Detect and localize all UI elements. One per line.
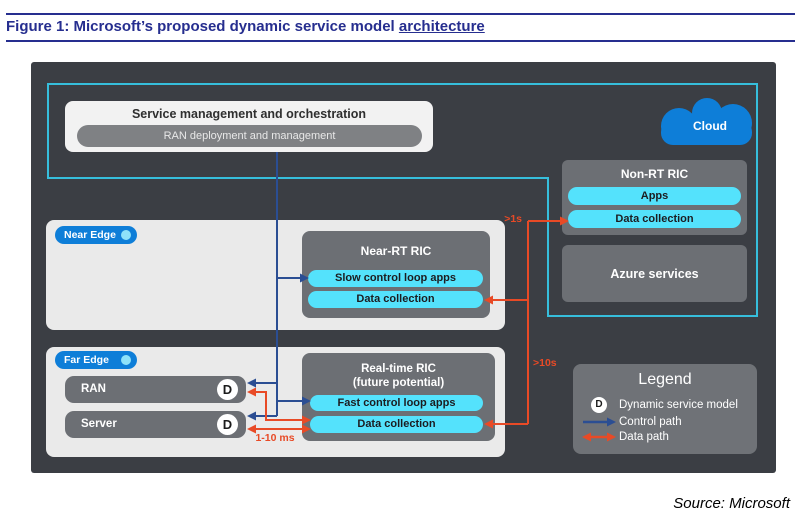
legend-control-path-label: Control path: [619, 415, 682, 428]
real-time-ric-box: Real-time RIC (future potential) Fast co…: [302, 353, 495, 441]
near-edge-badge-dot-icon: [121, 230, 131, 240]
near-rt-data-collection-bar: Data collection: [308, 291, 483, 308]
non-rt-ric-box: Non-RT RIC Apps Data collection: [562, 160, 747, 235]
smo-box: Service management and orchestration RAN…: [65, 101, 433, 152]
smo-ran-deployment-bar: RAN deployment and management: [77, 125, 422, 147]
far-edge-badge: Far Edge: [55, 351, 137, 369]
smo-title: Service management and orchestration: [131, 107, 367, 121]
far-edge-badge-dot-icon: [121, 355, 131, 365]
real-time-ric-title: Real-time RIC (future potential): [302, 362, 495, 391]
source-note: Source: Microsoft: [673, 495, 790, 512]
ran-label: RAN: [81, 383, 106, 395]
real-time-ric-title-line1: Real-time RIC: [361, 363, 436, 375]
legend-dynamic-service-model-label: Dynamic service model: [619, 398, 738, 411]
legend-items: D Dynamic service model Control path: [579, 395, 755, 445]
architecture-link[interactable]: architecture: [398, 18, 485, 35]
ran-box: RAN D: [65, 376, 246, 403]
azure-services-label: Azure services: [610, 266, 699, 281]
figure-title: Figure 1: Microsoft’s proposed dynamic s…: [6, 18, 786, 35]
far-edge-badge-label: Far Edge: [64, 354, 109, 366]
fast-control-loop-apps-bar: Fast control loop apps: [310, 395, 483, 411]
title-rule-top: [6, 13, 795, 15]
azure-services-box: Azure services: [562, 245, 747, 302]
legend-data-path-label: Data path: [619, 431, 669, 443]
legend-data-path-arrow-icon: [579, 431, 619, 443]
legend-box: Legend D Dynamic service model Control p…: [573, 364, 757, 454]
path-label-gt-10s: >10s: [533, 357, 557, 369]
cloud-label: Cloud: [693, 119, 727, 133]
rt-data-collection-bar: Data collection: [310, 416, 483, 433]
near-rt-ric-title: Near-RT RIC: [360, 244, 432, 258]
server-label: Server: [81, 418, 117, 430]
path-label-1-10-ms: 1-10 ms: [255, 432, 295, 444]
title-rule-bottom: [6, 40, 795, 42]
non-rt-data-collection-bar: Data collection: [568, 210, 741, 228]
near-rt-ric-box: Near-RT RIC Slow control loop apps Data …: [302, 231, 490, 318]
legend-item-control-path: Control path: [579, 414, 755, 429]
figure-title-text: Figure 1: Microsoft’s proposed dynamic s…: [6, 18, 399, 35]
legend-item-dynamic-service-model: D Dynamic service model: [579, 395, 755, 414]
server-dynamic-model-icon: D: [217, 414, 238, 435]
legend-d-icon: D: [579, 396, 619, 413]
non-rt-apps-bar: Apps: [568, 187, 741, 205]
server-box: Server D: [65, 411, 246, 438]
non-rt-ric-title: Non-RT RIC: [620, 167, 689, 181]
path-label-gt-1s: >1s: [504, 213, 522, 225]
legend-control-path-arrow-icon: [579, 416, 619, 428]
ran-dynamic-model-icon: D: [217, 379, 238, 400]
real-time-ric-title-line2: (future potential): [352, 377, 445, 390]
near-edge-badge-label: Near Edge: [64, 229, 116, 241]
slow-control-loop-apps-bar: Slow control loop apps: [308, 270, 483, 287]
legend-title: Legend: [638, 371, 692, 388]
near-edge-badge: Near Edge: [55, 226, 137, 244]
legend-item-data-path: Data path: [579, 429, 755, 445]
